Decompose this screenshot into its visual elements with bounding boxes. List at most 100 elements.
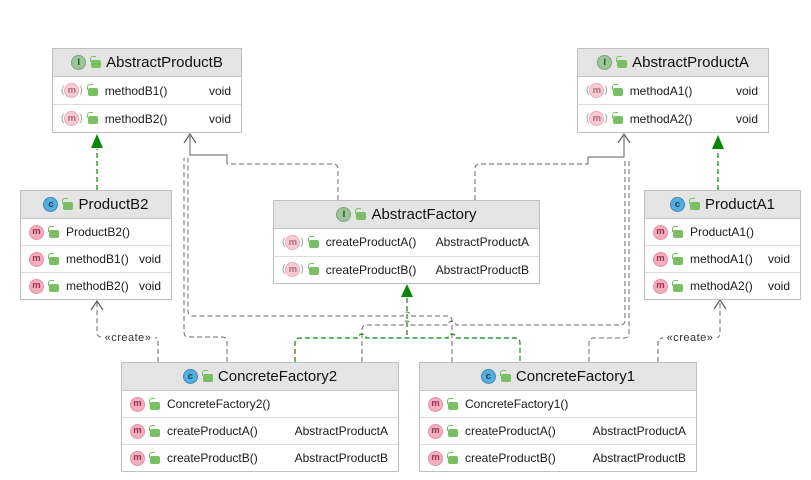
arrowhead-open-abstractproductb (183, 132, 197, 144)
method-icon: m (428, 423, 443, 439)
arrowhead-open-abstractproducta (617, 132, 631, 144)
member-row[interactable]: m createProductB() AbstractProductB (420, 444, 696, 471)
member-type: void (208, 111, 231, 126)
member-name: createProductA() (465, 424, 556, 438)
member-row[interactable]: (m) methodB1() void (53, 77, 241, 104)
method-icon: m (653, 278, 668, 294)
edge-concretefactory2-uses-abstractproductb[interactable] (183, 158, 228, 362)
edge-trunk-abstractproducta[interactable] (587, 136, 625, 164)
class-title: AbstractFactory (371, 206, 477, 223)
visibility-lock-icon (447, 397, 458, 410)
visibility-lock-icon (90, 56, 102, 68)
member-type: AbstractProductA (435, 235, 529, 250)
class-box-abstractproductb[interactable]: I AbstractProductB (m) methodB1() void (… (52, 48, 242, 133)
class-icon: c (43, 197, 59, 212)
visibility-lock-icon (86, 112, 98, 124)
member-row[interactable]: m methodA1() void (645, 245, 800, 272)
class-header-producta1[interactable]: c ProductA1 (645, 191, 800, 219)
member-row[interactable]: m ProductA1() (645, 219, 800, 245)
class-box-productb2[interactable]: c ProductB2 m ProductB2() m methodB1() v… (20, 190, 172, 300)
member-type: void (767, 252, 790, 266)
class-box-abstractfactory[interactable]: I AbstractFactory (m) createProductA() A… (273, 200, 540, 284)
member-row[interactable]: (m) createProductB() AbstractProductB (274, 255, 539, 284)
visibility-lock-icon (48, 252, 59, 265)
visibility-lock-icon (307, 263, 319, 276)
class-title: ConcreteFactory2 (217, 368, 338, 385)
member-name: ProductB2() (66, 225, 131, 239)
class-box-abstractproducta[interactable]: I AbstractProductA (m) methodA1() void (… (577, 48, 769, 133)
method-icon: m (29, 251, 44, 267)
class-header-concretefactory1[interactable]: c ConcreteFactory1 (420, 363, 696, 391)
class-header-abstractproducta[interactable]: I AbstractProductA (578, 49, 768, 77)
arrowhead-triangle-abstractproducta (712, 135, 724, 149)
member-name: methodB2() (66, 279, 129, 293)
visibility-lock-icon (672, 279, 683, 292)
member-type: void (138, 279, 161, 293)
class-title: ProductB2 (78, 196, 149, 213)
visibility-lock-icon (149, 397, 160, 410)
member-row[interactable]: m ConcreteFactory1() (420, 391, 696, 417)
edge-abstractfactory-uses-abstractproducta[interactable] (474, 163, 588, 200)
create-stereotype-label: «create» (101, 331, 155, 345)
edge-concretefactory2-uses-abstractproducta[interactable] (361, 159, 626, 362)
class-title: ProductA1 (704, 196, 776, 213)
member-type: void (735, 83, 758, 98)
class-header-concretefactory2[interactable]: c ConcreteFactory2 (122, 363, 398, 391)
edge-factories-implement-abstractfactory[interactable] (294, 333, 521, 362)
member-row[interactable]: (m) methodA1() void (578, 77, 768, 104)
abstract-method-icon: (m) (61, 83, 83, 98)
member-row[interactable]: (m) methodB2() void (53, 104, 241, 132)
visibility-lock-icon (447, 424, 458, 437)
method-icon: m (428, 396, 443, 412)
arrowhead-open-productb2 (90, 299, 104, 311)
member-type: AbstractProductA (592, 424, 686, 438)
class-title: AbstractProductB (106, 54, 223, 71)
member-row[interactable]: m methodB1() void (21, 245, 171, 272)
visibility-lock-icon (48, 279, 59, 292)
member-row[interactable]: (m) methodA2() void (578, 104, 768, 132)
visibility-lock-icon (616, 56, 628, 68)
member-row[interactable]: (m) createProductA() AbstractProductA (274, 229, 539, 256)
method-icon: m (130, 450, 145, 466)
arrowhead-triangle-abstractproductb (91, 134, 103, 148)
create-stereotype-label: «create» (663, 331, 717, 345)
member-row[interactable]: m ConcreteFactory2() (122, 391, 398, 417)
method-icon: m (29, 278, 44, 294)
method-icon: m (29, 224, 44, 240)
member-row[interactable]: m createProductA() AbstractProductA (122, 417, 398, 444)
interface-icon: I (71, 55, 87, 70)
member-row[interactable]: m methodB2() void (21, 272, 171, 299)
visibility-lock-icon (86, 84, 98, 96)
class-icon: c (182, 369, 198, 384)
member-type: AbstractProductA (294, 424, 388, 438)
member-row[interactable]: m methodA2() void (645, 272, 800, 299)
edge-concretefactory1-uses-abstractproductb[interactable] (187, 158, 453, 362)
member-row[interactable]: m createProductA() AbstractProductA (420, 417, 696, 444)
class-title: ConcreteFactory1 (515, 368, 636, 385)
member-type: void (767, 279, 790, 293)
class-title: AbstractProductA (632, 54, 749, 71)
class-header-abstractproductb[interactable]: I AbstractProductB (53, 49, 241, 77)
class-box-concretefactory2[interactable]: c ConcreteFactory2 m ConcreteFactory2() … (121, 362, 399, 472)
class-box-concretefactory1[interactable]: c ConcreteFactory1 m ConcreteFactory1() … (419, 362, 697, 472)
member-name: methodB1() (66, 252, 129, 266)
edge-concretefactory1-uses-abstractproducta[interactable] (588, 159, 630, 362)
member-type: void (138, 252, 161, 266)
visibility-lock-icon (355, 208, 367, 220)
arrowhead-triangle-abstractfactory (401, 284, 413, 297)
member-row[interactable]: m createProductB() AbstractProductB (122, 444, 398, 471)
edge-trunk-abstractproductb[interactable] (189, 136, 228, 164)
visibility-lock-icon (611, 84, 623, 96)
member-type: AbstractProductB (435, 262, 529, 277)
member-name: createProductB() (167, 451, 258, 465)
member-type: AbstractProductB (294, 451, 388, 465)
method-icon: m (428, 450, 443, 466)
class-header-abstractfactory[interactable]: I AbstractFactory (274, 201, 539, 229)
edge-abstractfactory-uses-abstractproductb[interactable] (227, 163, 339, 200)
class-box-producta1[interactable]: c ProductA1 m ProductA1() m methodA1() v… (644, 190, 801, 300)
member-row[interactable]: m ProductB2() (21, 219, 171, 245)
class-header-productb2[interactable]: c ProductB2 (21, 191, 171, 219)
member-name: ConcreteFactory2() (167, 397, 271, 411)
visibility-lock-icon (307, 235, 319, 248)
